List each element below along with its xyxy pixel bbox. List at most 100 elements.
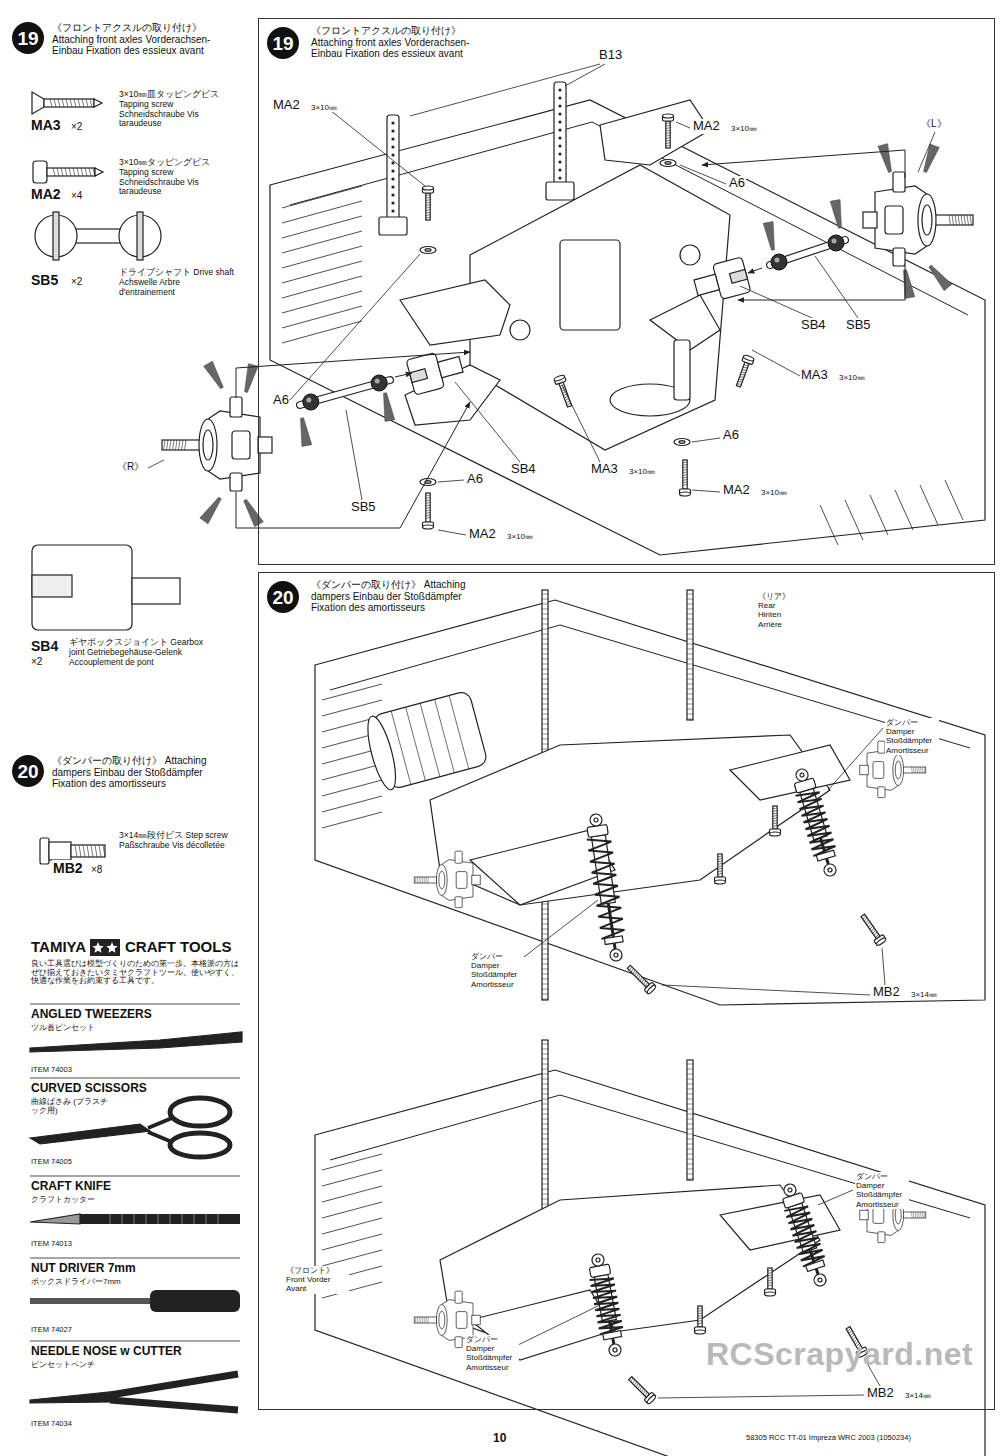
driver-shaft — [30, 1298, 152, 1304]
screw-thread — [666, 140, 670, 141]
screw-thread — [426, 512, 430, 513]
leader-line — [565, 64, 605, 86]
pole-hatch — [687, 1069, 693, 1070]
screw-head-top — [875, 937, 886, 947]
pole-hatch — [542, 959, 548, 960]
grease-mark — [380, 392, 395, 421]
pole-hatch — [542, 1109, 548, 1110]
screw-thread — [643, 981, 647, 985]
pole-body — [542, 1040, 548, 1230]
callout-label: A6 — [466, 472, 484, 487]
pole-hatch — [687, 679, 693, 680]
eyelet-hole — [596, 1258, 601, 1263]
pole-hatch — [687, 624, 693, 625]
pole-hatch — [542, 1174, 548, 1175]
screw-size: 3×10㎜ — [838, 373, 866, 382]
screw-thread — [61, 168, 63, 176]
screw-thread — [718, 858, 722, 859]
screw-thread — [718, 868, 722, 869]
chassis-rib — [282, 321, 362, 343]
gear-cover — [560, 240, 620, 330]
screw-shank — [768, 1268, 772, 1289]
screw-thread — [666, 145, 670, 146]
pole-hatch — [542, 624, 548, 625]
screw-thread — [773, 818, 777, 819]
chassis-rib — [322, 1154, 382, 1170]
axle-thread — [170, 440, 172, 450]
part-code: MA3 — [590, 462, 619, 477]
pole-hatch — [542, 934, 548, 935]
pole-hatch — [687, 1169, 693, 1170]
leader-line — [330, 110, 425, 186]
damper-eyelet — [812, 1272, 827, 1287]
pliers-handle — [110, 1374, 238, 1395]
pole-hatch — [542, 1069, 548, 1070]
drive-shaft — [300, 375, 390, 410]
pole-hatch — [542, 1114, 548, 1115]
pole-hatch — [542, 704, 548, 705]
part-code: MA2 — [468, 527, 497, 542]
grease-wedge — [926, 263, 952, 291]
screw-thread — [683, 472, 687, 473]
grease-wedge — [241, 364, 258, 394]
chassis-tub — [315, 600, 985, 1005]
steering-arm — [472, 875, 480, 885]
item-number: ITEM 74027 — [30, 1326, 73, 1335]
page-number: 10 — [492, 1432, 507, 1446]
tower-hole — [558, 144, 561, 147]
pole-hatch — [542, 729, 548, 730]
screw-head-top — [663, 114, 674, 118]
tool-japanese-name: ピンセットペンチ — [30, 1360, 96, 1369]
knuckle-socket — [873, 1207, 884, 1224]
logo-box — [90, 939, 120, 956]
screw-thread — [738, 380, 743, 383]
part-code: SB5 — [30, 272, 59, 288]
axle-thread — [424, 1317, 426, 1323]
leader-line — [658, 1395, 864, 1398]
screw-thread — [426, 202, 430, 203]
tower-hole — [391, 145, 394, 148]
bearing-seat — [680, 245, 700, 265]
leader-line — [518, 1305, 600, 1345]
pole-hatch — [687, 1089, 693, 1090]
screw-thread — [773, 810, 777, 811]
knife-grip — [146, 1214, 147, 1224]
screw-thread — [666, 133, 670, 134]
pole-hatch — [687, 1134, 693, 1135]
screw-thread — [633, 1381, 637, 1385]
tool-japanese-name: 曲線ばさみ (プラスチック用) — [30, 1097, 114, 1115]
screw-thread — [698, 1315, 702, 1316]
pole-hatch — [542, 1169, 548, 1170]
chassis-plate — [270, 100, 985, 555]
leader-line — [815, 256, 858, 318]
washer-hole — [665, 162, 671, 165]
axle-thread — [424, 877, 426, 883]
step-heading: 《ダンパーの取り付け》 Attaching dampers Einbau der… — [50, 755, 214, 790]
pole-hatch — [687, 1109, 693, 1110]
pole-hatch — [542, 614, 548, 615]
damper-illustration — [315, 590, 985, 1456]
screw-head-top — [765, 1292, 776, 1296]
watermark: RCScrapyard.net — [705, 1336, 974, 1373]
quantity: ×4 — [70, 190, 83, 202]
axle-thread — [918, 767, 920, 773]
pole-hatch — [542, 909, 548, 910]
step-heading: 《ダンパーの取り付け》 Attaching dampers Einbau der… — [309, 579, 473, 614]
screw-thread — [426, 217, 430, 218]
screw-thread — [863, 918, 867, 922]
screw-head-top — [646, 984, 657, 995]
leader-line — [148, 460, 164, 468]
ball-shine — [832, 239, 837, 244]
pole-hatch — [687, 594, 693, 595]
step-heading: 《フロントアクスルの取り付け》 Attaching front axles Vo… — [309, 25, 473, 60]
axle-thread — [182, 440, 184, 450]
scissors-handle — [170, 1098, 230, 1126]
chassis-rib — [322, 780, 382, 796]
pole-hatch — [687, 639, 693, 640]
pole-hatch — [687, 674, 693, 675]
screw-thread — [641, 1389, 645, 1393]
screw-thread — [95, 845, 97, 857]
grease-wedge — [204, 361, 227, 390]
drive-shaft — [770, 235, 845, 270]
